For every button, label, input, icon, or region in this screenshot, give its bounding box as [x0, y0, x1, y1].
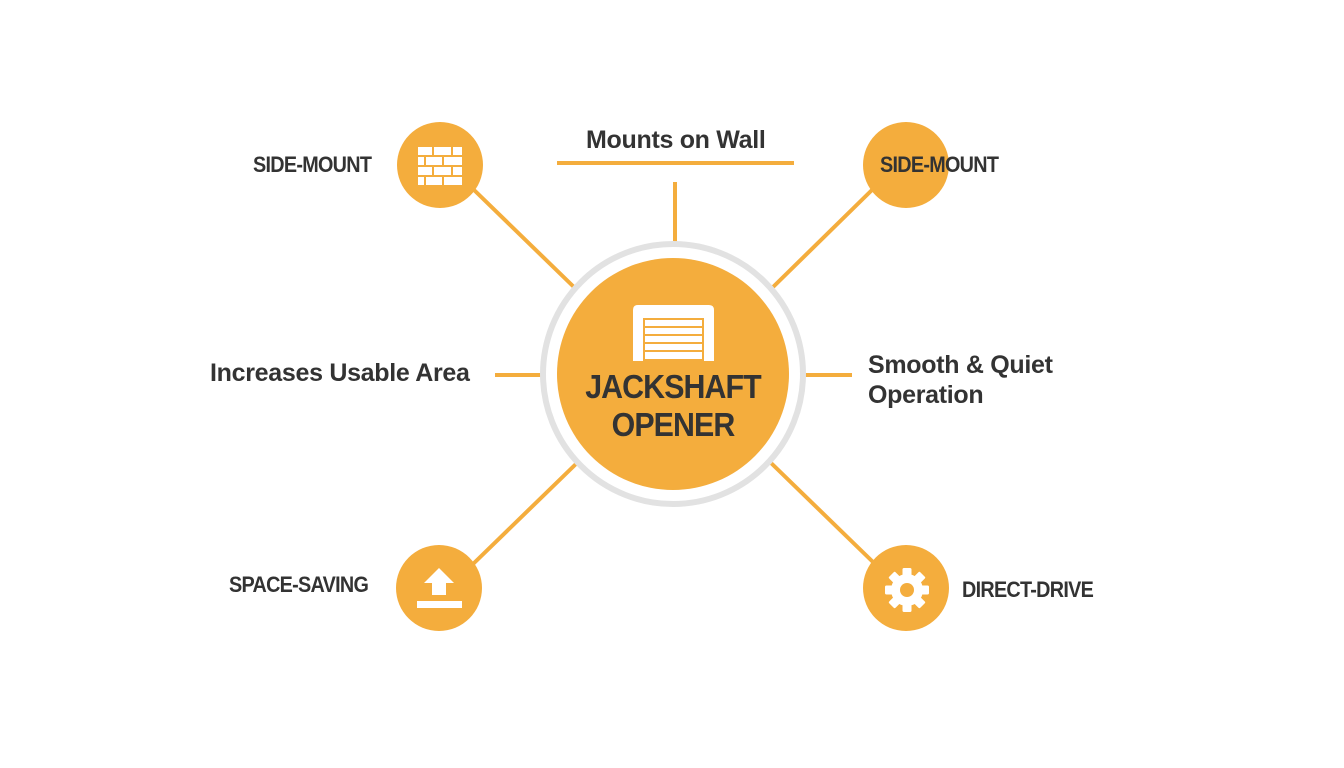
connector-bottom-left: [470, 459, 581, 567]
center-circle: [557, 258, 789, 490]
center-title-line2: OPENER: [611, 406, 736, 443]
node-label-side-mount-left: SIDE-MOUNT: [253, 152, 372, 177]
connectors: [470, 161, 876, 567]
connector-bottom-right: [767, 459, 876, 565]
connector-top-right: [768, 186, 876, 292]
callout-smooth-quiet-operation: Smooth & Quiet Operation: [868, 351, 1053, 409]
callout-mounts-on-wall: Mounts on Wall: [586, 126, 766, 154]
center-title-line1: JACKSHAFT: [585, 368, 761, 405]
gear-icon: [885, 568, 929, 612]
garage-door-icon: [633, 305, 714, 361]
callout-increases-usable-area: Increases Usable Area: [210, 359, 470, 387]
node-top-left: [397, 122, 483, 208]
center-hub: [540, 241, 806, 507]
center-title: JACKSHAFT OPENER: [566, 368, 779, 444]
node-circle: [863, 122, 949, 208]
node-label-side-mount-right: SIDE-MOUNT: [880, 152, 999, 177]
node-bottom-right: [863, 545, 949, 631]
node-label-direct-drive: DIRECT-DRIVE: [962, 577, 1094, 602]
connector-top-left: [470, 186, 580, 293]
upload-arrow-icon: [417, 568, 462, 608]
node-bottom-left: [396, 545, 482, 631]
node-label-space-saving: SPACE-SAVING: [229, 572, 369, 597]
node-top-right: [863, 122, 949, 208]
brick-wall-icon: [418, 147, 462, 185]
